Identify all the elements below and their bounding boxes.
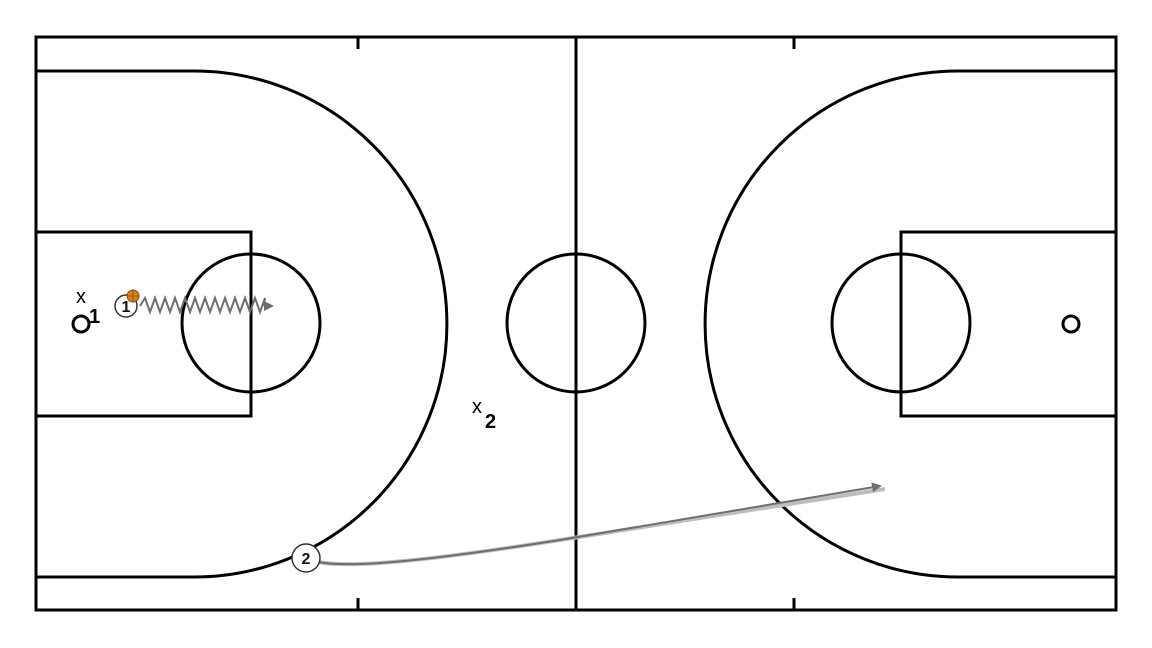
three-point-line-right bbox=[703, 69, 1116, 579]
defender-2: x 2 bbox=[472, 396, 496, 433]
key-left bbox=[34, 230, 253, 418]
free-throw-circle-left bbox=[180, 252, 322, 394]
defender-1: x 1 bbox=[76, 286, 100, 328]
free-throw-circle-right bbox=[830, 252, 972, 394]
offense-player-2: 2 bbox=[291, 543, 321, 573]
defender-1-number: 1 bbox=[89, 306, 100, 328]
offense-player-1: 1 bbox=[114, 289, 140, 318]
offense-player-1-number: 1 bbox=[122, 299, 131, 316]
dribble-path bbox=[139, 295, 274, 315]
defender-2-mark: x bbox=[472, 396, 482, 418]
defender-2-number: 2 bbox=[485, 411, 496, 433]
basketball-icon bbox=[126, 289, 140, 303]
key-right bbox=[899, 230, 1118, 418]
center-circle bbox=[505, 252, 647, 394]
cut-path bbox=[317, 482, 886, 567]
offense-player-2-number: 2 bbox=[302, 551, 311, 568]
defender-1-mark: x bbox=[76, 286, 86, 308]
hoop-right-icon bbox=[1061, 314, 1081, 334]
hoop-left-icon bbox=[71, 314, 91, 334]
